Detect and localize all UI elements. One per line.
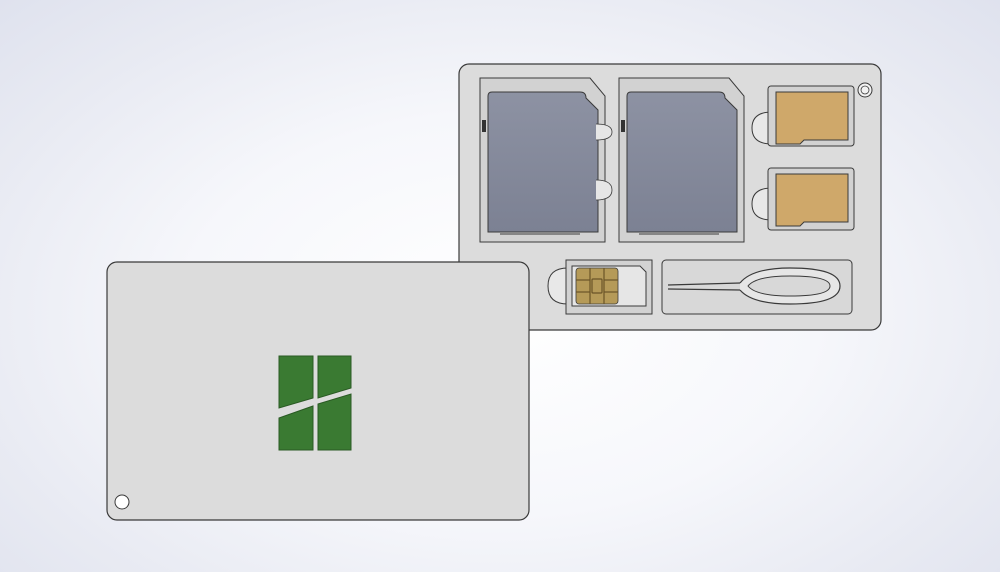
microsd-card-1[interactable] <box>775 91 849 145</box>
sim-eject-pin-icon[interactable] <box>667 267 841 305</box>
card-lanyard-hole-icon <box>114 494 130 510</box>
microsd-card-2[interactable] <box>775 173 849 227</box>
sd-card-2[interactable] <box>626 91 738 233</box>
sd-card-slot-2[interactable] <box>618 77 745 243</box>
sim-chip-icon <box>575 267 619 305</box>
sd-card-slot-1[interactable] <box>479 77 613 243</box>
tray-lanyard-hole-icon <box>857 82 873 98</box>
green-tile-logo-icon <box>278 355 352 451</box>
cover-card <box>106 261 530 521</box>
sd-card-1[interactable] <box>487 91 599 233</box>
holder-tray <box>458 63 882 331</box>
nano-sim-slot[interactable] <box>547 259 653 315</box>
sim-eject-tool-slot[interactable] <box>661 259 853 315</box>
microsd-slot-2[interactable] <box>751 167 855 231</box>
microsd-slot-1[interactable] <box>751 85 855 147</box>
